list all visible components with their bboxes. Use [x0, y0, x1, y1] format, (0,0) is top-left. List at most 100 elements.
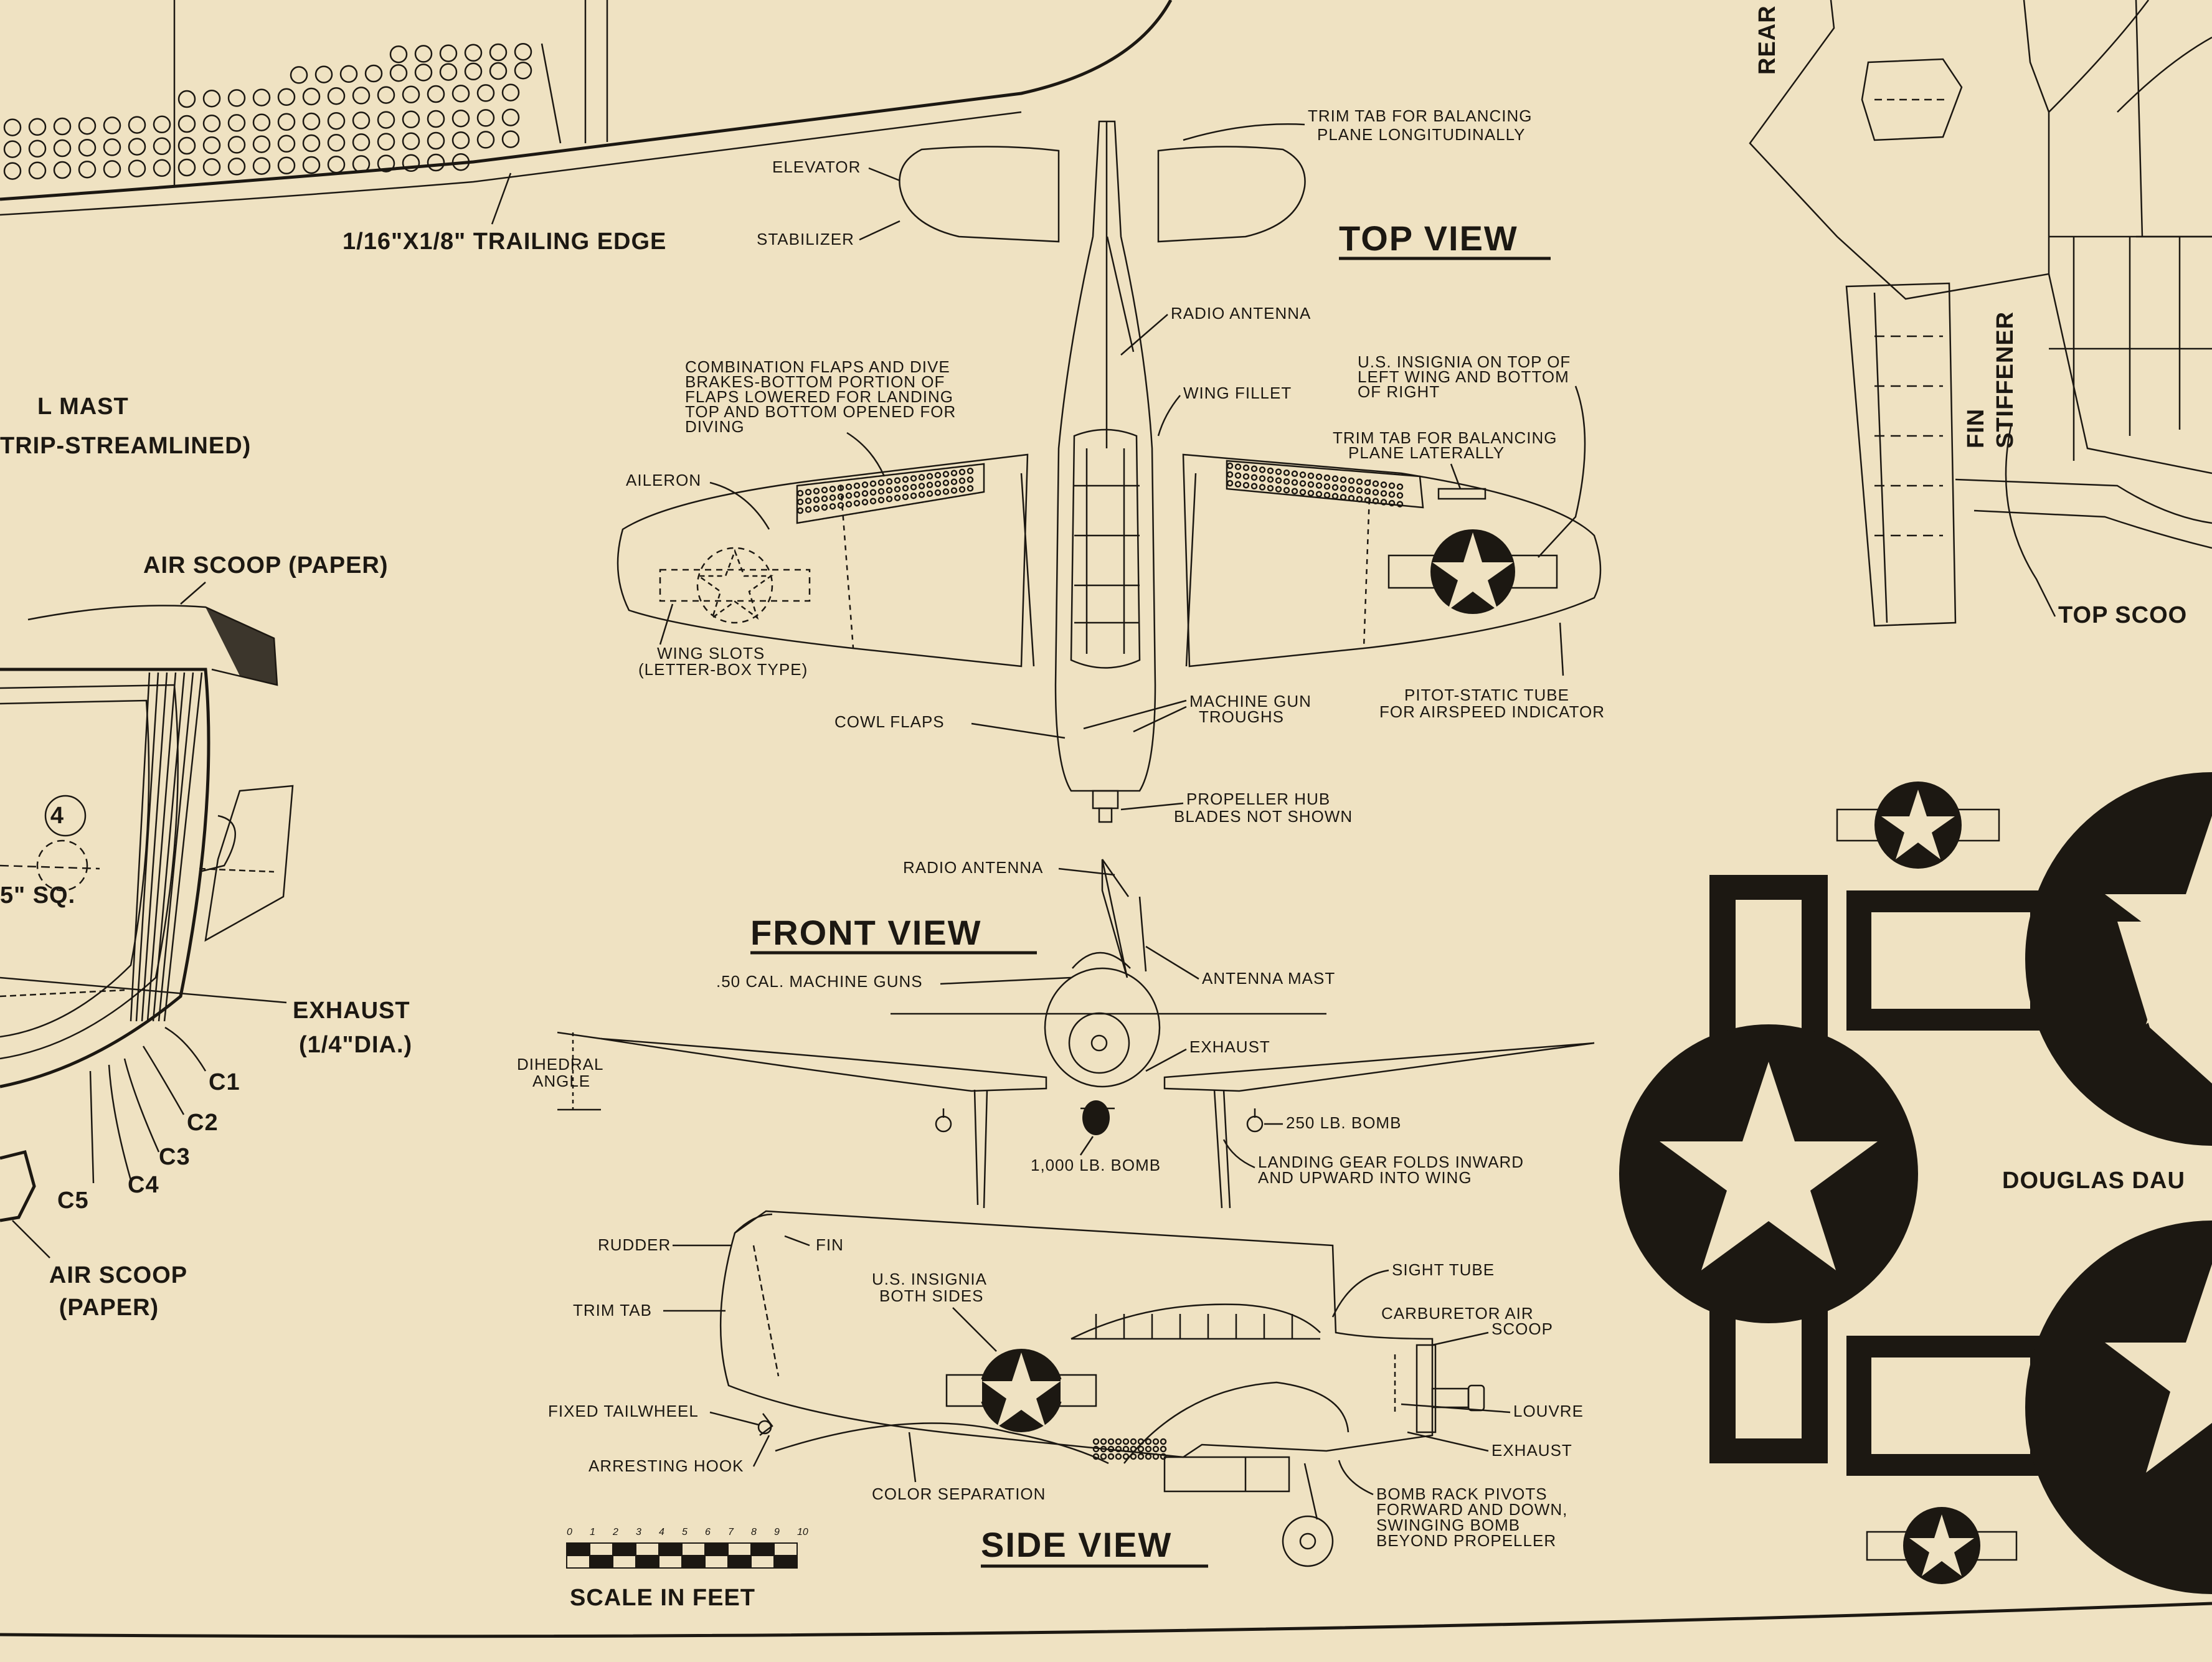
label-front-radio-antenna: RADIO ANTENNA: [903, 858, 1043, 877]
label-insignia-side-1: U.S. INSIGNIA: [872, 1270, 987, 1288]
label-propeller-hub-2: BLADES NOT SHOWN: [1174, 807, 1353, 826]
label-exhaust: EXHAUST: [293, 998, 410, 1024]
scale-cell: [704, 1542, 729, 1556]
insignia-decal-sheet: [1619, 772, 2212, 1594]
dive-brake-perforations: [3, 42, 532, 180]
scale-cell: [658, 1542, 683, 1556]
top-view-flap-holes-right: [1226, 462, 1404, 508]
label-radio-antenna: RADIO ANTENNA: [1171, 304, 1311, 323]
label-flaps-3: FLAPS LOWERED FOR LANDING: [685, 387, 953, 406]
label-arresting-hook: ARRESTING HOOK: [588, 1457, 744, 1475]
label-pitot-2: FOR AIRSPEED INDICATOR: [1379, 702, 1605, 721]
label-bomb-rack-4: BEYOND PROPELLER: [1376, 1531, 1556, 1550]
label-bomb-rack-1: BOMB RACK PIVOTS: [1376, 1485, 1548, 1503]
label-air-scoop-paper: (PAPER): [59, 1295, 159, 1321]
label-louvre: LOUVRE: [1513, 1402, 1584, 1420]
label-propeller-hub-1: PROPELLER HUB: [1186, 790, 1330, 808]
scale-cell: [589, 1542, 613, 1556]
scale-cell: [750, 1542, 775, 1556]
label-scale-in-feet: SCALE IN FEET: [570, 1585, 755, 1611]
label-c3: C3: [159, 1144, 191, 1170]
cowl-assembly-drawing: [0, 605, 294, 1088]
scale-cell: [727, 1542, 752, 1556]
scale-cell: [589, 1555, 613, 1569]
label-trim-tab-longitudinal-2: PLANE LONGITUDINALLY: [1317, 125, 1526, 144]
label-antenna-mast: ANTENNA MAST: [1202, 969, 1335, 988]
scale-cell: [635, 1555, 659, 1569]
front-view-aircraft: [557, 859, 1595, 1209]
label-rudder: RUDDER: [598, 1235, 671, 1254]
label-top-scoop: TOP SCOO: [2058, 602, 2187, 628]
label-bomb-250: 250 LB. BOMB: [1286, 1113, 1401, 1132]
label-stabilizer: STABILIZER: [757, 230, 854, 248]
label-flaps-1: COMBINATION FLAPS AND DIVE: [685, 357, 950, 376]
label-air-scoop-bottom: AIR SCOOP: [49, 1262, 187, 1288]
scale-tick-label: 3: [636, 1527, 641, 1537]
scale-cell: [704, 1555, 729, 1569]
label-trim-tab-lateral-2: PLANE LATERALLY: [1348, 443, 1505, 462]
scale-cell: [773, 1542, 798, 1556]
label-stiffener: STIFFENER: [1992, 311, 2018, 448]
label-color-separation: COLOR SEPARATION: [872, 1485, 1046, 1503]
label-trim-tab-longitudinal-1: TRIM TAB FOR BALANCING: [1308, 106, 1533, 125]
label-landing-gear-2: AND UPWARD INTO WING: [1258, 1168, 1472, 1187]
label-flaps-4: TOP AND BOTTOM OPENED FOR: [685, 402, 956, 421]
label-douglas-dauntless: DOUGLAS DAU: [2002, 1168, 2185, 1194]
label-circle-4: 4: [50, 803, 64, 829]
scale-tick-label: 7: [728, 1527, 734, 1537]
label-c2: C2: [187, 1110, 219, 1136]
scale-cell: [566, 1542, 590, 1556]
label-rear: REAR: [1754, 5, 1780, 75]
label-trim-tab-side: TRIM TAB: [573, 1301, 652, 1320]
scale-cell: [612, 1555, 636, 1569]
label-insignia-top-2: LEFT WING AND BOTTOM: [1358, 367, 1569, 386]
label-insignia-top-3: OF RIGHT: [1358, 382, 1440, 401]
side-view-flap-holes: [1092, 1438, 1167, 1460]
label-machine-gun-troughs-2: TROUGHS: [1199, 707, 1284, 726]
label-insignia-side-2: BOTH SIDES: [879, 1287, 983, 1305]
label-carburetor-1: CARBURETOR AIR: [1381, 1304, 1534, 1323]
side-view-aircraft: [719, 1210, 1485, 1567]
scale-tick-label: 1: [590, 1527, 595, 1537]
label-wing-fillet: WING FILLET: [1183, 384, 1292, 402]
label-flaps-2: BRAKES-BOTTOM PORTION OF: [685, 372, 945, 391]
label-c1: C1: [209, 1069, 240, 1095]
label-c5: C5: [57, 1187, 89, 1214]
label-bomb-rack-3: SWINGING BOMB: [1376, 1516, 1520, 1534]
top-view-aircraft: [617, 120, 1602, 823]
scale-cell: [566, 1555, 590, 1569]
scale-tick-label: 4: [659, 1527, 664, 1537]
label-c4: C4: [128, 1172, 159, 1198]
label-dihedral-2: ANGLE: [532, 1072, 590, 1090]
label-trailing-edge: 1/16"X1/8" TRAILING EDGE: [343, 229, 666, 255]
scale-tick-label: 2: [612, 1527, 618, 1537]
scale-checkerboard: [566, 1542, 798, 1569]
scale-tick-label: 5: [682, 1527, 688, 1537]
canopy-parts-drawing: [1749, 0, 2212, 627]
scale-cell: [727, 1555, 752, 1569]
label-machine-gun-troughs-1: MACHINE GUN: [1189, 692, 1312, 711]
title-side-view: SIDE VIEW: [981, 1525, 1172, 1564]
scale-cell: [658, 1555, 683, 1569]
scale-cell: [750, 1555, 775, 1569]
label-air-scoop-top: AIR SCOOP (PAPER): [143, 552, 389, 578]
label-pitot-1: PITOT-STATIC TUBE: [1404, 686, 1569, 704]
label-side-exhaust: EXHAUST: [1491, 1441, 1572, 1460]
top-view-flap-holes-left: [796, 468, 974, 514]
scale-tick-label: 10: [797, 1527, 808, 1537]
cowl-ribs: [130, 672, 203, 1022]
label-flaps-5: DIVING: [685, 417, 745, 436]
title-front-view: FRONT VIEW: [750, 913, 982, 952]
side-view-canopy-frames: [1095, 1314, 1293, 1339]
label-elevator: ELEVATOR: [772, 158, 861, 176]
label-bomb-rack-2: FORWARD AND DOWN,: [1376, 1500, 1567, 1519]
label-exhaust-dia: (1/4"DIA.): [299, 1032, 412, 1058]
label-sq: 5" SQ.: [0, 882, 75, 909]
label-fixed-tailwheel: FIXED TAILWHEEL: [548, 1402, 699, 1420]
scale-tick-label: 0: [567, 1527, 572, 1537]
label-bomb-1000: 1,000 LB. BOMB: [1031, 1156, 1161, 1174]
label-cowl-flaps: COWL FLAPS: [834, 712, 945, 731]
